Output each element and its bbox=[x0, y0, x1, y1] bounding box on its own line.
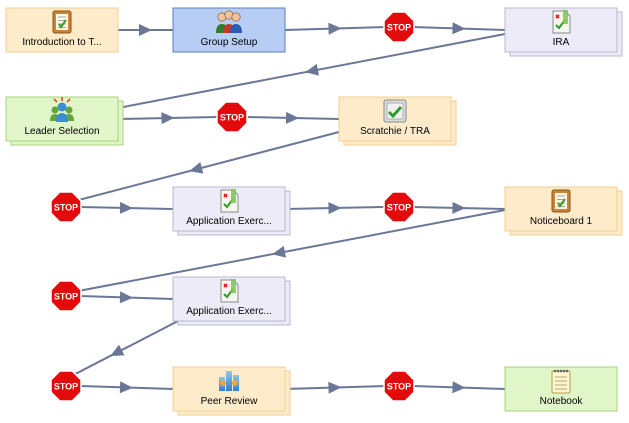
stop-label: STOP bbox=[54, 381, 78, 391]
arrowhead bbox=[119, 381, 133, 394]
assessment-icon bbox=[220, 279, 239, 303]
arrowhead bbox=[452, 201, 466, 214]
activity-notebook[interactable]: Notebook bbox=[504, 366, 618, 412]
stop-gate[interactable]: STOP bbox=[383, 370, 415, 402]
activity-app1[interactable]: Application Exerc... bbox=[172, 186, 291, 236]
activity-label: Application Exerc... bbox=[186, 306, 272, 317]
stop-sign-icon bbox=[50, 191, 82, 223]
transition-arrow bbox=[79, 291, 174, 304]
arrowhead bbox=[110, 344, 125, 356]
transition-arrow bbox=[117, 33, 506, 109]
transition-arrow bbox=[412, 201, 506, 214]
assessment-icon bbox=[220, 189, 239, 213]
stop-gate[interactable]: STOP bbox=[50, 280, 82, 312]
activity-label: Scratchie / TRA bbox=[360, 126, 430, 137]
stop-gates: STOP STOP STOP STOP STOP STOP STOP bbox=[50, 11, 415, 402]
stop-sign-icon bbox=[216, 101, 248, 133]
activity-label: Peer Review bbox=[201, 396, 258, 407]
activity-intro[interactable]: Introduction to T... bbox=[5, 7, 119, 53]
transitions bbox=[51, 22, 506, 394]
stop-label: STOP bbox=[387, 202, 411, 212]
stop-label: STOP bbox=[387, 381, 411, 391]
transition-arrow bbox=[79, 201, 174, 214]
noticeboard-icon bbox=[551, 189, 571, 213]
stop-label: STOP bbox=[54, 291, 78, 301]
stop-label: STOP bbox=[54, 202, 78, 212]
arrowhead bbox=[119, 201, 133, 214]
transition-arrow bbox=[117, 112, 219, 125]
stop-gate[interactable]: STOP bbox=[50, 191, 82, 223]
transition-arrow bbox=[79, 381, 174, 394]
stop-label: STOP bbox=[220, 112, 244, 122]
activity-label: Notebook bbox=[540, 396, 584, 407]
transition-arrow bbox=[284, 202, 386, 215]
activity-notice1[interactable]: Noticeboard 1 bbox=[504, 186, 623, 236]
activity-label: Application Exerc... bbox=[186, 216, 272, 227]
stop-label: STOP bbox=[387, 22, 411, 32]
leader-icon bbox=[50, 97, 74, 122]
activity-peer[interactable]: Peer Review bbox=[172, 366, 291, 416]
activity-group-setup[interactable]: Group Setup bbox=[172, 7, 286, 53]
activity-label: Noticeboard 1 bbox=[530, 216, 593, 227]
transition-arrow bbox=[284, 22, 386, 35]
arrowhead bbox=[452, 22, 466, 35]
transition-arrow bbox=[245, 111, 340, 124]
arrowhead bbox=[452, 381, 466, 394]
scratchie-icon bbox=[383, 99, 407, 123]
activity-ira[interactable]: IRA bbox=[504, 7, 623, 57]
stop-gate[interactable]: STOP bbox=[216, 101, 248, 133]
peer-review-icon bbox=[219, 371, 239, 391]
group-icon bbox=[216, 10, 242, 33]
transition-arrow bbox=[284, 381, 386, 394]
transition-arrow bbox=[51, 131, 340, 208]
activity-label: IRA bbox=[553, 37, 570, 48]
activity-app2[interactable]: Application Exerc... bbox=[172, 276, 291, 326]
stop-gate[interactable]: STOP bbox=[383, 11, 415, 43]
assessment-icon bbox=[552, 10, 571, 34]
transition-arrow bbox=[412, 381, 506, 394]
noticeboard-icon bbox=[52, 10, 72, 34]
arrowhead bbox=[328, 202, 342, 215]
stop-sign-icon bbox=[383, 191, 415, 223]
stop-sign-icon bbox=[50, 280, 82, 312]
arrowhead bbox=[139, 24, 152, 36]
arrowhead bbox=[305, 63, 320, 76]
activity-label: Group Setup bbox=[201, 37, 258, 48]
activities: Introduction to T... Group Setup IRA Leader… bbox=[5, 7, 623, 416]
arrowhead bbox=[161, 112, 175, 125]
stop-gate[interactable]: STOP bbox=[50, 370, 82, 402]
transition-arrow bbox=[118, 24, 173, 36]
stop-gate[interactable]: STOP bbox=[383, 191, 415, 223]
arrowhead bbox=[285, 111, 299, 124]
arrowhead bbox=[189, 162, 204, 174]
transition-arrow bbox=[51, 209, 506, 297]
arrowhead bbox=[272, 245, 287, 258]
activity-label: Leader Selection bbox=[24, 126, 99, 137]
arrowhead bbox=[328, 22, 342, 35]
transition-arrow bbox=[412, 22, 506, 35]
activity-leader[interactable]: Leader Selection bbox=[5, 96, 124, 146]
stop-sign-icon bbox=[383, 11, 415, 43]
notebook-icon bbox=[551, 369, 571, 394]
activity-scratchie[interactable]: Scratchie / TRA bbox=[338, 96, 457, 146]
activity-label: Introduction to T... bbox=[22, 37, 101, 48]
stop-sign-icon bbox=[383, 370, 415, 402]
stop-sign-icon bbox=[50, 370, 82, 402]
arrowhead bbox=[119, 291, 133, 304]
arrowhead bbox=[328, 381, 342, 394]
